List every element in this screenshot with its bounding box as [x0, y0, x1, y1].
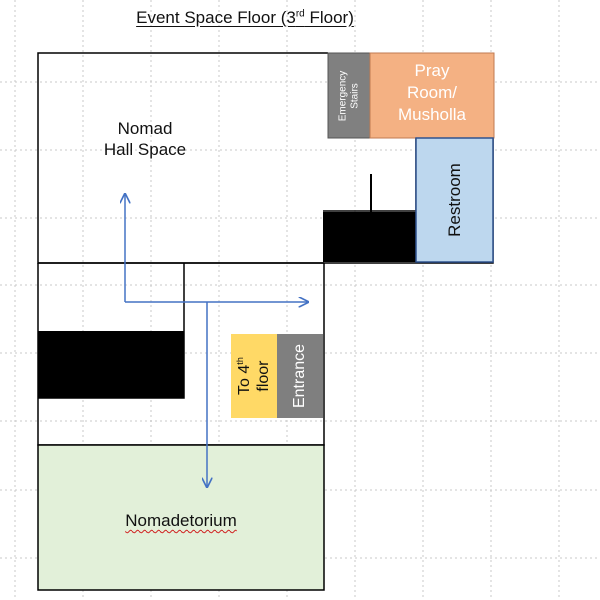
- emergency-stairs-label: Emergency Stairs: [328, 53, 370, 138]
- emergency-stairs-box: [327, 52, 371, 139]
- nomad-hall-label-line2: Hall Space: [103, 140, 187, 160]
- black-block-left: [38, 331, 184, 398]
- nomadetorium-label: Nomadetorium: [38, 510, 324, 531]
- pray-room-line1: Pray: [414, 61, 450, 80]
- nomadetorium-box: [37, 444, 325, 591]
- entrance-text: Entrance: [291, 343, 309, 409]
- emergency-stairs-line2: Stairs: [349, 82, 361, 109]
- entrance-label: Entrance: [277, 334, 323, 418]
- restroom-box: [415, 137, 494, 263]
- nomad-hall-label: Nomad Hall Space: [85, 118, 205, 161]
- pray-room-label: Pray Room/ Musholla: [370, 60, 494, 126]
- restroom-label: Restroom: [416, 138, 493, 262]
- emergency-stairs-line1: Emergency: [337, 70, 349, 121]
- entrance-box: [277, 334, 323, 418]
- nomadetorium-text: Nomadetorium: [125, 511, 237, 530]
- to-4th-floor-line1: To 4th: [234, 357, 254, 395]
- direction-arrows: [125, 194, 308, 487]
- page-title: Event Space Floor (3rd Floor): [136, 8, 354, 27]
- pray-room-line3: Musholla: [397, 105, 467, 125]
- pray-room-line2: Room/: [406, 83, 458, 103]
- black-block-right: [323, 212, 416, 262]
- to-4th-floor-line2: floor: [254, 360, 272, 392]
- to-4th-floor-label: To 4th floor: [231, 334, 277, 418]
- nomad-hall-label-line1: Nomad: [117, 119, 173, 138]
- to-4th-floor-box: [231, 334, 277, 418]
- restroom-text: Restroom: [444, 163, 464, 237]
